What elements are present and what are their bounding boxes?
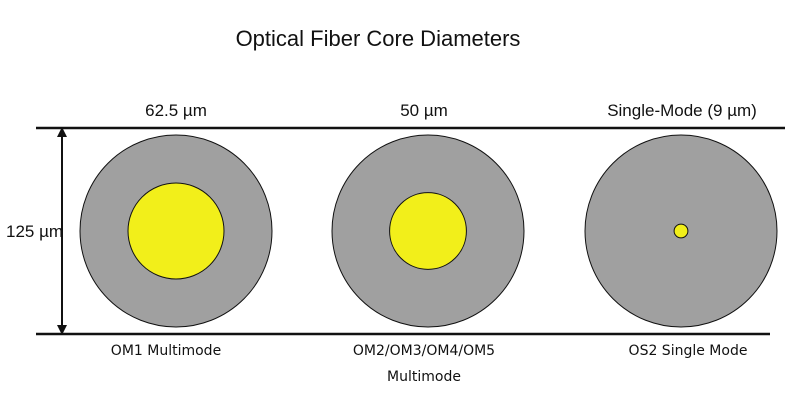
- fiber-core-os2: [673, 223, 689, 239]
- caption-om2-5-line2: Multimode: [387, 369, 461, 385]
- core-label-om2-5: 50 µm: [400, 101, 448, 120]
- caption-os2: OS2 Single Mode: [629, 343, 748, 359]
- fiber-core-om1: [127, 182, 225, 280]
- core-label-om1: 62.5 µm: [145, 101, 207, 120]
- caption-om1: OM1 Multimode: [111, 343, 221, 359]
- caption-om2-5-line1: OM2/OM3/OM4/OM5: [353, 343, 495, 359]
- core-label-os2: Single-Mode (9 µm): [607, 101, 757, 120]
- fiber-core-om2-5: [389, 192, 467, 270]
- cladding-dimension-label: 125 µm: [6, 222, 63, 241]
- diagram-title: Optical Fiber Core Diameters: [236, 26, 521, 51]
